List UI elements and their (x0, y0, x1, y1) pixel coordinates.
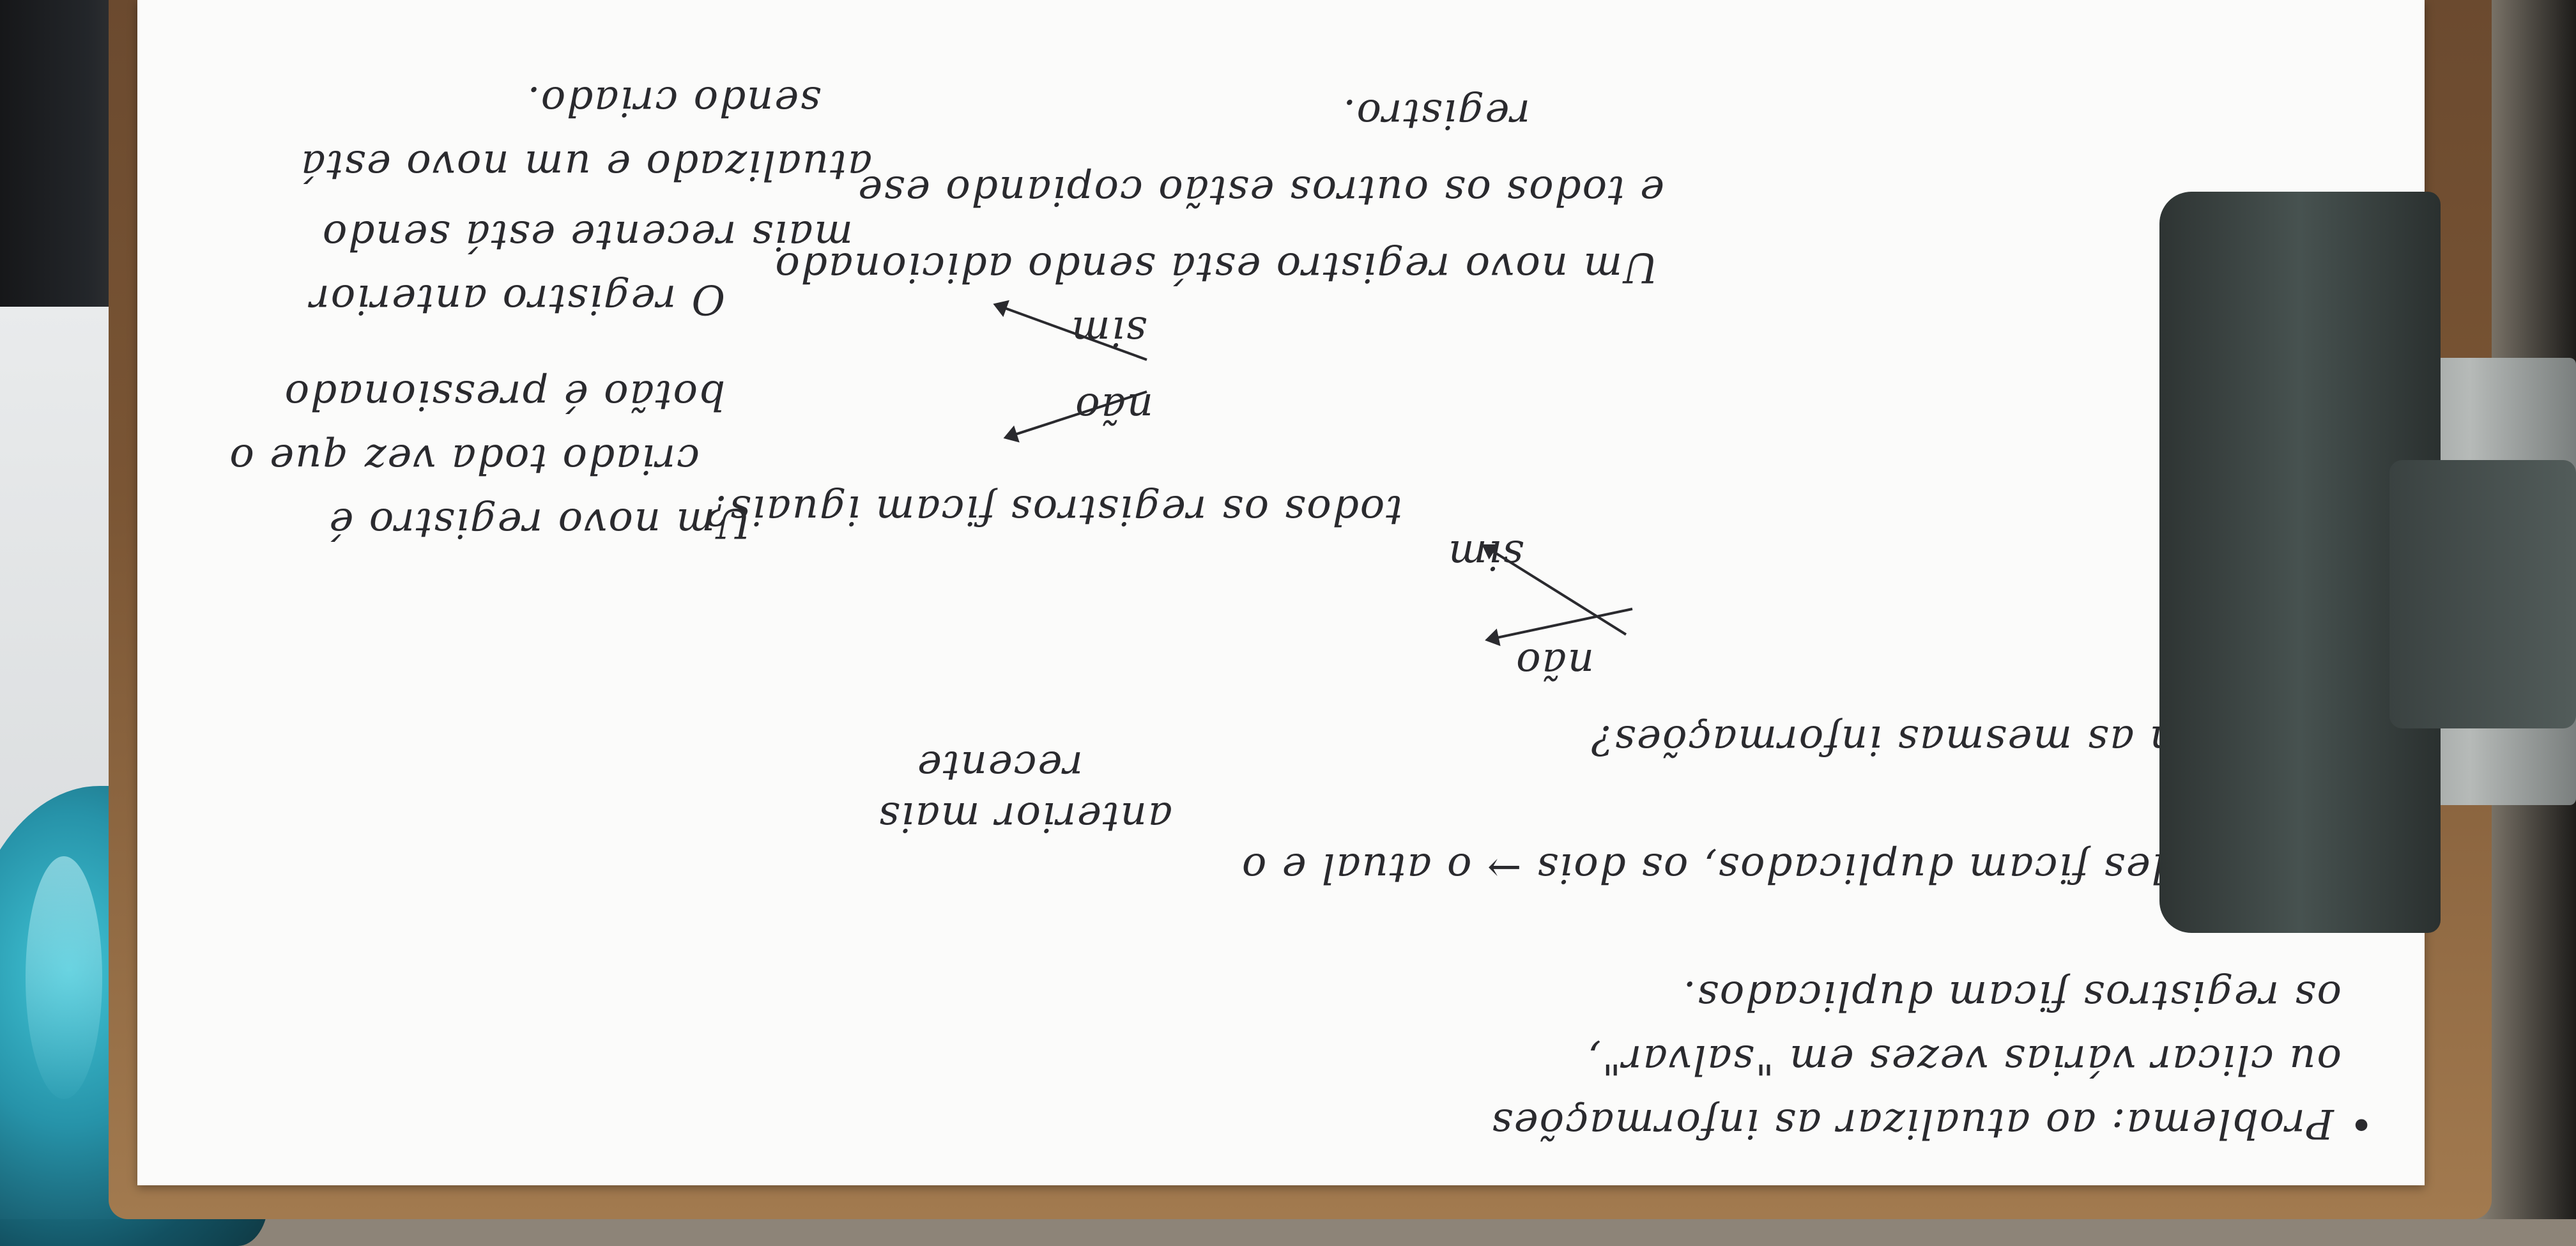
note-line: O registro anterior (309, 275, 725, 323)
note-line: • Problema: ao atualizar as informações (1490, 1100, 2373, 1147)
note-line: Um novo registro está sendo adicionado (774, 243, 1658, 291)
arrow-icon (1484, 545, 1627, 636)
paper-sheet (137, 0, 2425, 1185)
clip-arm (2389, 460, 2576, 728)
handwritten-notes: • Problema: ao atualizar as informações … (137, 0, 2425, 1185)
note-line: mais recente está sendo (321, 212, 853, 259)
note-line: anterior mais (877, 793, 1172, 840)
note-line: sim (1070, 307, 1147, 355)
note-line: atualizado e um novo está (300, 141, 872, 188)
note-line: criado toda vez que o (228, 435, 700, 482)
note-line: e todos os outros estão copiando ese (857, 167, 1664, 214)
note-line: todos os registros ficam iguais? (705, 486, 1402, 534)
note-line: registro. (1342, 90, 1530, 137)
bottle-highlight (26, 856, 102, 1099)
note-line: não (1515, 640, 1594, 687)
note-line: recente (916, 742, 1083, 789)
note-line: não (1074, 384, 1153, 431)
note-line: Um novo registro é (328, 499, 751, 546)
note-line: ou clicar várias vezes em "salvar", (1586, 1036, 2342, 1083)
note-line: botão é pressionado (283, 371, 725, 419)
note-line: sendo criado. (526, 77, 821, 125)
note-line: os registros ficam duplicados. (1682, 972, 2342, 1019)
